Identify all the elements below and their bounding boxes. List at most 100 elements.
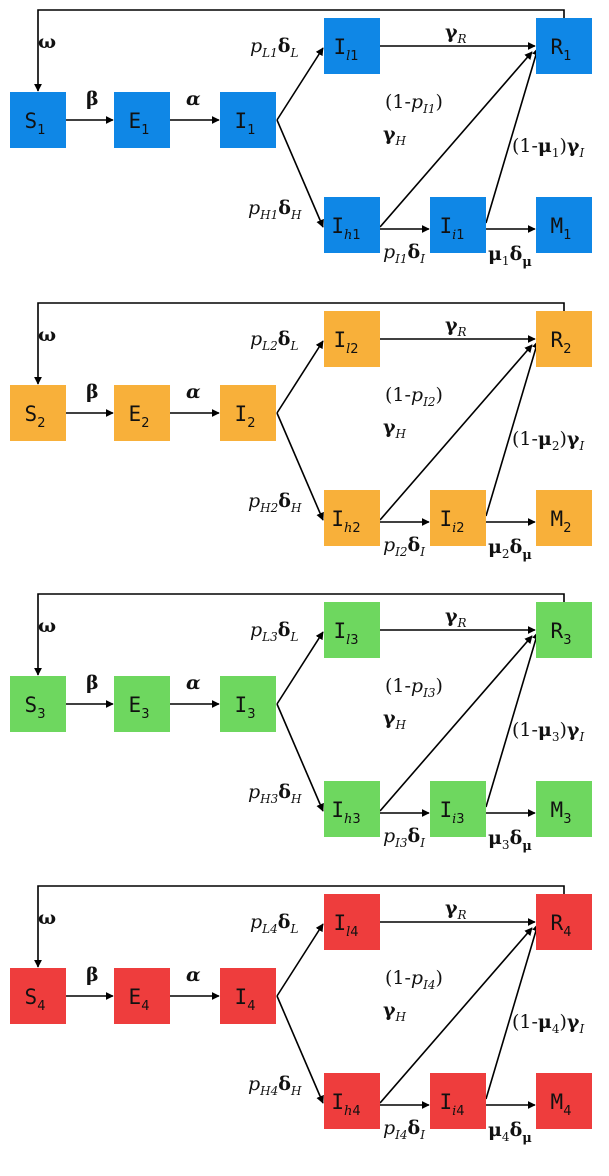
- node-label: E2: [129, 402, 150, 431]
- rate-alpha-1: α: [186, 88, 201, 110]
- node-box: [10, 676, 66, 732]
- node-box: [536, 18, 592, 74]
- edge-recovery-i-3: [485, 631, 540, 808]
- node-box: [114, 92, 170, 148]
- node-box: [10, 92, 66, 148]
- node-s-4: S4: [10, 968, 66, 1024]
- rate-pi-delta-i-2: pI2δI: [383, 534, 425, 559]
- node-box: [430, 490, 486, 546]
- node-m-3: M3: [536, 781, 592, 837]
- node-label: I3: [235, 693, 256, 722]
- node-box: [324, 18, 380, 74]
- node-label: R2: [551, 328, 572, 357]
- node-label: E3: [129, 693, 150, 722]
- rate-mu-delta-mu-3: μ3δμ: [488, 827, 532, 854]
- node-s-1: S1: [10, 92, 66, 148]
- rate-gamma-r-3: γR: [445, 605, 467, 630]
- rate-one-minus-pi-1: (1-pI1): [385, 91, 443, 116]
- node-label: Ii4: [439, 1090, 464, 1119]
- node-box: [536, 197, 592, 253]
- rate-gamma-h-3: γH: [383, 707, 407, 732]
- edge-gamma-h-2: [379, 344, 533, 521]
- rate-mu-delta-mu-1: μ1δμ: [488, 243, 532, 270]
- edge-to-il-3: [276, 631, 324, 705]
- node-label: R1: [551, 35, 572, 64]
- rate-one-minus-mu-gamma-i-4: (1-μ4)γI: [512, 1011, 584, 1036]
- rate-ph-delta-h-3: pH3δH: [248, 781, 302, 806]
- node-e-1: E1: [114, 92, 170, 148]
- rate-omega-1: ω: [38, 31, 56, 53]
- rate-pl-delta-l-4: pL4δL: [250, 911, 298, 936]
- node-box: [324, 894, 380, 950]
- rate-one-minus-pi-3: (1-pI3): [385, 675, 443, 700]
- rate-beta-2: β: [86, 381, 99, 403]
- node-box: [536, 1073, 592, 1129]
- edge-omega-1: [34, 9, 565, 92]
- rate-pl-delta-l-1: pL1δL: [250, 35, 298, 60]
- node-ii-4: Ii4: [430, 1073, 486, 1129]
- node-box: [536, 781, 592, 837]
- node-ii-1: Ii1: [430, 197, 486, 253]
- node-box: [10, 385, 66, 441]
- rate-pl-delta-l-2: pL2δL: [250, 328, 298, 353]
- node-label: E4: [129, 985, 150, 1014]
- node-box: [430, 1073, 486, 1129]
- node-label: Il4: [333, 911, 358, 940]
- node-box: [536, 311, 592, 367]
- rate-mu-delta-mu-2: μ2δμ: [488, 536, 532, 563]
- node-i-2: I2: [220, 385, 276, 441]
- rate-gamma-r-1: γR: [445, 21, 467, 46]
- edge-gamma-h-3: [379, 635, 533, 812]
- edge-to-ih-1: [276, 119, 324, 228]
- node-ih-3: Ih3: [324, 781, 380, 837]
- node-label: Ih2: [331, 507, 360, 536]
- node-label: Ii2: [439, 507, 464, 536]
- node-il-2: Il2: [324, 311, 380, 367]
- rate-one-minus-mu-gamma-i-1: (1-μ1)γI: [512, 135, 584, 160]
- node-box: [324, 781, 380, 837]
- node-i-4: I4: [220, 968, 276, 1024]
- node-s-3: S3: [10, 676, 66, 732]
- rate-mu-delta-mu-4: μ4δμ: [488, 1119, 532, 1146]
- node-s-2: S2: [10, 385, 66, 441]
- edge-omega-4: [34, 885, 565, 968]
- node-label: Il2: [333, 328, 358, 357]
- node-box: [324, 197, 380, 253]
- node-i-3: I3: [220, 676, 276, 732]
- rate-one-minus-pi-4: (1-pI4): [385, 967, 443, 992]
- edge-to-il-2: [276, 340, 324, 414]
- rate-ph-delta-h-1: pH1δH: [248, 197, 302, 222]
- node-box: [324, 1073, 380, 1129]
- node-box: [324, 311, 380, 367]
- rate-pi-delta-i-3: pI3δI: [383, 825, 425, 850]
- node-label: Il3: [333, 619, 358, 648]
- node-box: [324, 602, 380, 658]
- edge-recovery-i-2: [485, 340, 540, 517]
- node-box: [220, 676, 276, 732]
- edge-recovery-i-1: [485, 47, 540, 224]
- node-box: [430, 781, 486, 837]
- edge-omega-2: [34, 302, 565, 385]
- node-box: [114, 676, 170, 732]
- node-il-3: Il3: [324, 602, 380, 658]
- rate-beta-1: β: [86, 88, 99, 110]
- rate-alpha-4: α: [186, 964, 201, 986]
- rate-ph-delta-h-4: pH4δH: [248, 1073, 302, 1098]
- node-ii-2: Ii2: [430, 490, 486, 546]
- edge-to-il-4: [276, 923, 324, 997]
- node-label: M4: [551, 1090, 572, 1119]
- node-box: [536, 894, 592, 950]
- node-ih-1: Ih1: [324, 197, 380, 253]
- rate-one-minus-pi-2: (1-pI2): [385, 384, 443, 409]
- node-label: M1: [551, 214, 572, 243]
- rate-gamma-h-2: γH: [383, 416, 407, 441]
- node-label: Ii3: [439, 798, 464, 827]
- edge-omega-3: [34, 593, 565, 676]
- node-label: Ih1: [331, 214, 360, 243]
- node-box: [536, 490, 592, 546]
- rate-one-minus-mu-gamma-i-2: (1-μ2)γI: [512, 428, 584, 453]
- node-label: R3: [551, 619, 572, 648]
